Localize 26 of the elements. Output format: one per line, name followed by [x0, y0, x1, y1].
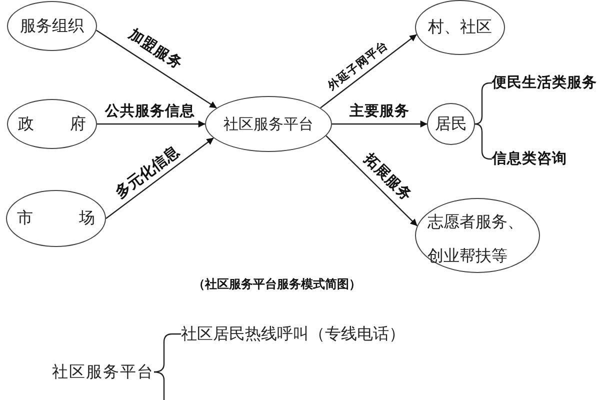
ellipse-node: 社区服务平台 [205, 96, 332, 152]
ellipse-node: 政府 [7, 99, 97, 149]
ellipse-node: 服务组织 [7, 1, 97, 51]
arrow [106, 138, 214, 219]
edge-label: 外延子网平台 [325, 38, 391, 93]
edge-label: 加盟服务 [124, 26, 185, 74]
ellipse-node: 市场 [6, 190, 106, 247]
text-label: 社区服务平台 [52, 362, 154, 382]
text-label: 社区居民热线呼叫（专线电话） [181, 324, 405, 344]
ellipse-node: 村、社区 [415, 0, 505, 55]
edge-label: 主要服务 [350, 103, 410, 121]
arrow [320, 34, 417, 108]
edge-label: 拓展服务 [360, 150, 415, 206]
text-label: 便民生活类服务 [492, 74, 597, 92]
ellipse-node: 居民 [427, 103, 475, 145]
text-label: 信息类咨询 [492, 150, 567, 168]
edge-label: 公共服务信息 [104, 103, 195, 121]
arrow [332, 120, 428, 128]
edge-label: 多元化信息 [111, 142, 182, 202]
brace-line [154, 333, 181, 373]
arrow [326, 135, 418, 226]
caption: （社区服务平台服务模式简图） [193, 276, 361, 293]
ellipse-node: 志愿者服务、创业帮扶等 [415, 198, 540, 273]
arrow [97, 120, 206, 128]
brace-line [154, 371, 165, 400]
arrow [96, 30, 217, 108]
